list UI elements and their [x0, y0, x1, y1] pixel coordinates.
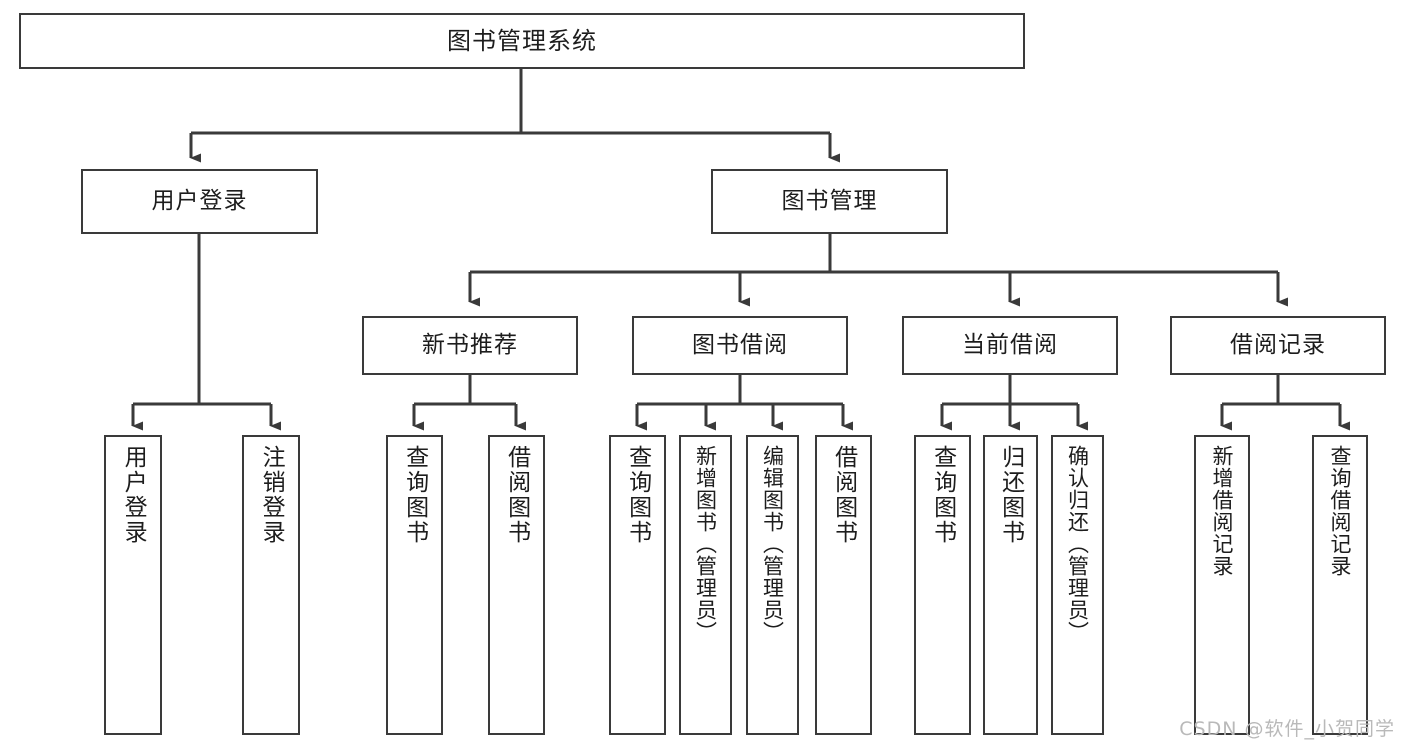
leaf-return-book[interactable]: 归还图书 — [983, 435, 1038, 735]
node-label: 图书管理系统 — [447, 26, 597, 55]
node-label: 新增借阅记录 — [1210, 445, 1235, 577]
node-label: 图书管理 — [781, 187, 878, 214]
node-label: 查询借阅记录 — [1328, 445, 1353, 577]
node-label: 查询图书 — [929, 445, 956, 545]
leaf-query-borrow-record[interactable]: 查询借阅记录 — [1312, 435, 1368, 735]
node-book-management-system[interactable]: 图书管理系统 — [19, 13, 1025, 69]
node-new-book-recommend[interactable]: 新书推荐 — [362, 316, 578, 375]
node-label: 编辑图书（管理员） — [760, 445, 785, 643]
node-label: 借阅图书 — [830, 445, 857, 545]
leaf-query-book-borrow[interactable]: 查询图书 — [609, 435, 666, 735]
leaf-borrow-book-recommend[interactable]: 借阅图书 — [488, 435, 545, 735]
node-book-management[interactable]: 图书管理 — [711, 169, 948, 234]
leaf-borrow-book[interactable]: 借阅图书 — [815, 435, 872, 735]
leaf-query-book-current[interactable]: 查询图书 — [914, 435, 971, 735]
node-label: 借阅记录 — [1230, 331, 1326, 358]
leaf-user-login[interactable]: 用户登录 — [104, 435, 162, 735]
leaf-confirm-return-admin[interactable]: 确认归还（管理员） — [1051, 435, 1104, 735]
leaf-query-book-recommend[interactable]: 查询图书 — [386, 435, 443, 735]
leaf-edit-book-admin[interactable]: 编辑图书（管理员） — [746, 435, 799, 735]
node-label: 图书借阅 — [692, 331, 788, 358]
node-user-login[interactable]: 用户登录 — [81, 169, 318, 234]
node-label: 查询图书 — [624, 445, 651, 545]
node-label: 新书推荐 — [422, 331, 518, 358]
node-label: 用户登录 — [151, 187, 248, 214]
node-book-borrow[interactable]: 图书借阅 — [632, 316, 848, 375]
leaf-add-borrow-record[interactable]: 新增借阅记录 — [1194, 435, 1250, 735]
node-label: 查询图书 — [401, 445, 428, 545]
node-borrow-record[interactable]: 借阅记录 — [1170, 316, 1386, 375]
node-label: 用户登录 — [120, 445, 147, 545]
csdn-watermark: CSDN @软件_小贺同学 — [1179, 718, 1395, 740]
node-label: 借阅图书 — [503, 445, 530, 545]
node-current-borrow[interactable]: 当前借阅 — [902, 316, 1118, 375]
node-label: 注销登录 — [258, 445, 285, 545]
node-label: 确认归还（管理员） — [1065, 445, 1090, 643]
node-label: 新增图书（管理员） — [693, 445, 718, 643]
node-label: 归还图书 — [997, 445, 1024, 545]
leaf-logout[interactable]: 注销登录 — [242, 435, 300, 735]
node-label: 当前借阅 — [962, 331, 1058, 358]
leaf-add-book-admin[interactable]: 新增图书（管理员） — [679, 435, 732, 735]
